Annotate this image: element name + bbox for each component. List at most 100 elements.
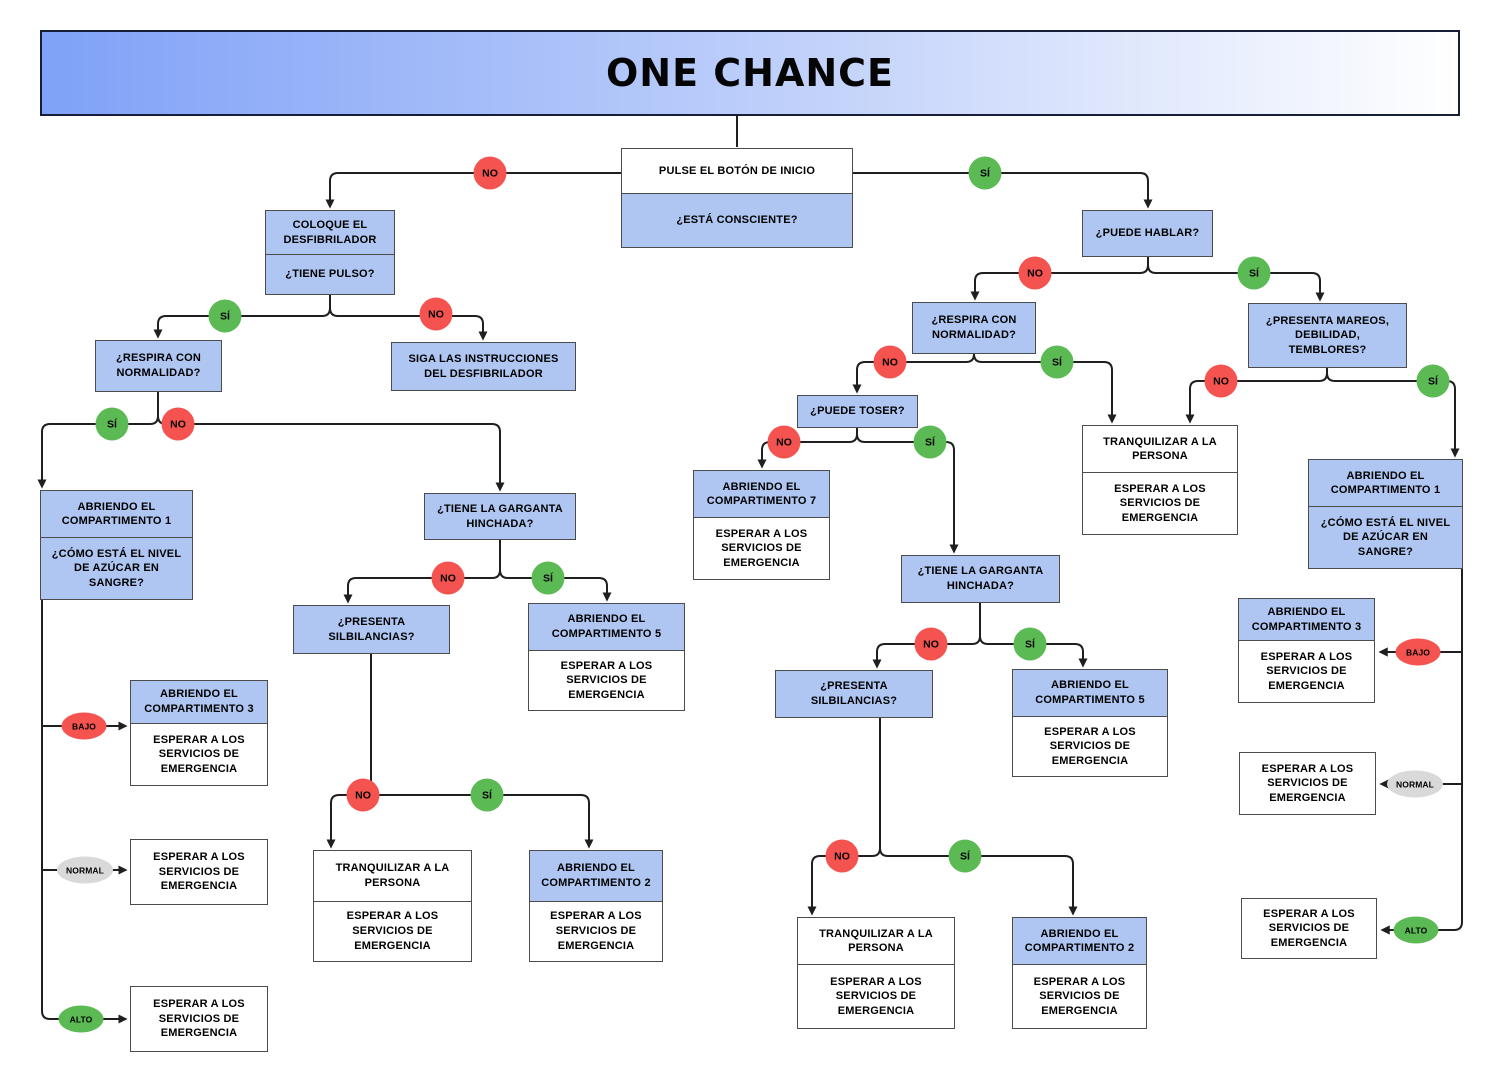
- node-wait-normal-left-label: ESPERAR A LOS SERVICIOS DE EMERGENCIA: [131, 840, 267, 904]
- node-comp2-right-wait: ABRIENDO EL COMPARTIMENTO 2 ESPERAR A LO…: [1012, 917, 1147, 1029]
- node-comp1-left-sugar: ABRIENDO EL COMPARTIMENTO 1 ¿CÓMO ESTÁ E…: [40, 490, 193, 600]
- edge-sugar-left-spine-high: [41, 600, 128, 1024]
- node-throat-left-question: ¿TIENE LA GARGANTA HINCHADA?: [425, 494, 575, 539]
- label-yes-wheeze-right: SÍ: [948, 839, 982, 873]
- node-calm-right-1-label: TRANQUILIZAR A LA PERSONA: [1083, 426, 1237, 473]
- label-normal-right: NORMAL: [1387, 770, 1443, 798]
- label-no-breathe-left: NO: [161, 407, 195, 441]
- label-yes-throat-right: SÍ: [1013, 627, 1047, 661]
- label-no-cough: NO: [767, 425, 801, 459]
- node-throat-right-question: ¿TIENE LA GARGANTA HINCHADA?: [902, 556, 1059, 602]
- node-comp7-label: ABRIENDO EL COMPARTIMENTO 7: [694, 471, 829, 518]
- node-comp2-right-label: ABRIENDO EL COMPARTIMENTO 2: [1013, 918, 1146, 965]
- node-calm-right-2-wait-label: ESPERAR A LOS SERVICIOS DE EMERGENCIA: [798, 964, 954, 1028]
- node-wait-high-left: ESPERAR A LOS SERVICIOS DE EMERGENCIA: [130, 986, 268, 1052]
- node-comp3-right-wait-label: ESPERAR A LOS SERVICIOS DE EMERGENCIA: [1239, 640, 1374, 702]
- label-yes-breathe-right: SÍ: [1040, 345, 1074, 379]
- node-cough-question: ¿PUEDE TOSER?: [798, 396, 917, 427]
- node-sugar-left-question: ¿CÓMO ESTÁ EL NIVEL DE AZÚCAR EN SANGRE?: [41, 537, 192, 599]
- label-high-right: ALTO: [1393, 916, 1439, 944]
- node-comp5-right-label: ABRIENDO EL COMPARTIMENTO 5: [1013, 670, 1167, 716]
- node-place-defib-label: COLOQUE EL DESFIBRILADOR: [266, 211, 394, 255]
- node-wait-normal-right: ESPERAR A LOS SERVICIOS DE EMERGENCIA: [1239, 752, 1376, 815]
- edge-throat-left-no: [343, 540, 501, 604]
- node-wheeze-right: ¿PRESENTA SILBILANCIAS?: [775, 670, 933, 718]
- edge-wheeze-left-no: [326, 654, 372, 849]
- node-dizzy: ¿PRESENTA MAREOS, DEBILIDAD, TEMBLORES?: [1248, 303, 1407, 368]
- node-comp5-left-label: ABRIENDO EL COMPARTIMENTO 5: [529, 604, 684, 650]
- node-breathe-right-question: ¿RESPIRA CON NORMALIDAD?: [913, 303, 1035, 353]
- node-comp5-left-wait: ABRIENDO EL COMPARTIMENTO 5 ESPERAR A LO…: [528, 603, 685, 711]
- label-no-pulse: NO: [419, 297, 453, 331]
- label-no-conscious: NO: [473, 156, 507, 190]
- node-pulse-question: ¿TIENE PULSO?: [266, 254, 394, 294]
- node-comp1-right-sugar: ABRIENDO EL COMPARTIMENTO 1 ¿CÓMO ESTÁ E…: [1308, 459, 1463, 569]
- node-comp5-right-wait: ABRIENDO EL COMPARTIMENTO 5 ESPERAR A LO…: [1012, 669, 1168, 777]
- label-normal-left: NORMAL: [57, 856, 113, 884]
- label-low-left: BAJO: [61, 712, 107, 740]
- node-calm-right-2-wait: TRANQUILIZAR A LA PERSONA ESPERAR A LOS …: [797, 917, 955, 1029]
- node-sugar-right-question: ¿CÓMO ESTÁ EL NIVEL DE AZÚCAR EN SANGRE?: [1309, 506, 1462, 568]
- node-comp5-right-wait-label: ESPERAR A LOS SERVICIOS DE EMERGENCIA: [1013, 715, 1167, 776]
- node-start-conscious: PULSE EL BOTÓN DE INICIO ¿ESTÁ CONSCIENT…: [621, 148, 853, 248]
- node-calm-left-wait: TRANQUILIZAR A LA PERSONA ESPERAR A LOS …: [313, 850, 472, 962]
- edge-breathe-left-no: [157, 392, 505, 492]
- node-comp2-left-label: ABRIENDO EL COMPARTIMENTO 2: [530, 851, 662, 901]
- node-wheeze-right-question: ¿PRESENTA SILBILANCIAS?: [776, 671, 932, 717]
- label-no-wheeze-left: NO: [346, 778, 380, 812]
- node-wait-high-right: ESPERAR A LOS SERVICIOS DE EMERGENCIA: [1241, 898, 1377, 959]
- node-comp3-left-wait-label: ESPERAR A LOS SERVICIOS DE EMERGENCIA: [131, 722, 267, 785]
- node-comp7-wait-label: ESPERAR A LOS SERVICIOS DE EMERGENCIA: [694, 517, 829, 579]
- node-calm-left-label: TRANQUILIZAR A LA PERSONA: [314, 851, 471, 901]
- edge-speak-yes: [1147, 257, 1325, 302]
- edge-wheeze-right-no: [807, 718, 881, 916]
- node-throat-right: ¿TIENE LA GARGANTA HINCHADA?: [901, 555, 1060, 603]
- node-start-label: PULSE EL BOTÓN DE INICIO: [622, 149, 852, 194]
- edge-pulse-yes: [153, 295, 331, 339]
- edge-speak-no: [970, 257, 1149, 301]
- node-follow-defib-label: SIGA LAS INSTRUCCIONES DEL DESFIBRILADOR: [392, 343, 575, 390]
- label-yes-cough: SÍ: [913, 425, 947, 459]
- edge-sugar-right-spine-high: [1380, 569, 1463, 935]
- node-comp3-left-label: ABRIENDO EL COMPARTIMENTO 3: [131, 681, 267, 723]
- node-comp1-left-label: ABRIENDO EL COMPARTIMENTO 1: [41, 491, 192, 538]
- label-yes-dizzy: SÍ: [1416, 364, 1450, 398]
- label-yes-wheeze-left: SÍ: [470, 778, 504, 812]
- label-no-wheeze-right: NO: [825, 839, 859, 873]
- node-comp2-left-wait-label: ESPERAR A LOS SERVICIOS DE EMERGENCIA: [530, 900, 662, 961]
- node-calm-right-2-label: TRANQUILIZAR A LA PERSONA: [798, 918, 954, 965]
- node-wait-high-left-label: ESPERAR A LOS SERVICIOS DE EMERGENCIA: [131, 987, 267, 1051]
- node-speak-question: ¿PUEDE HABLAR?: [1083, 211, 1212, 256]
- node-dizzy-question: ¿PRESENTA MAREOS, DEBILIDAD, TEMBLORES?: [1249, 304, 1406, 367]
- node-comp3-right-label: ABRIENDO EL COMPARTIMENTO 3: [1239, 599, 1374, 641]
- node-wheeze-left: ¿PRESENTA SILBILANCIAS?: [293, 605, 450, 654]
- label-yes-conscious: SÍ: [968, 156, 1002, 190]
- label-yes-pulse: SÍ: [208, 299, 242, 333]
- node-breathe-right: ¿RESPIRA CON NORMALIDAD?: [912, 302, 1036, 354]
- label-no-throat-right: NO: [914, 627, 948, 661]
- node-place-defib-pulse: COLOQUE EL DESFIBRILADOR ¿TIENE PULSO?: [265, 210, 395, 295]
- node-calm-left-wait-label: ESPERAR A LOS SERVICIOS DE EMERGENCIA: [314, 900, 471, 961]
- label-no-speak: NO: [1018, 256, 1052, 290]
- node-cough: ¿PUEDE TOSER?: [797, 395, 918, 428]
- label-yes-throat-left: SÍ: [531, 561, 565, 595]
- node-throat-left: ¿TIENE LA GARGANTA HINCHADA?: [424, 493, 576, 540]
- label-no-dizzy: NO: [1204, 364, 1238, 398]
- label-high-left: ALTO: [58, 1005, 104, 1033]
- node-calm-right-1-wait: TRANQUILIZAR A LA PERSONA ESPERAR A LOS …: [1082, 425, 1238, 535]
- node-comp3-right-wait: ABRIENDO EL COMPARTIMENTO 3 ESPERAR A LO…: [1238, 598, 1375, 703]
- node-wait-normal-right-label: ESPERAR A LOS SERVICIOS DE EMERGENCIA: [1240, 753, 1375, 814]
- node-comp5-left-wait-label: ESPERAR A LOS SERVICIOS DE EMERGENCIA: [529, 649, 684, 710]
- node-wait-normal-left: ESPERAR A LOS SERVICIOS DE EMERGENCIA: [130, 839, 268, 905]
- page-title: ONE CHANCE: [605, 51, 895, 95]
- label-yes-breathe-left: SÍ: [95, 407, 129, 441]
- node-follow-defib: SIGA LAS INSTRUCCIONES DEL DESFIBRILADOR: [391, 342, 576, 391]
- edge-pulse-no: [329, 295, 488, 341]
- label-no-breathe-right: NO: [873, 345, 907, 379]
- node-speak: ¿PUEDE HABLAR?: [1082, 210, 1213, 257]
- node-wait-high-right-label: ESPERAR A LOS SERVICIOS DE EMERGENCIA: [1242, 899, 1376, 958]
- node-comp7-wait: ABRIENDO EL COMPARTIMENTO 7 ESPERAR A LO…: [693, 470, 830, 580]
- node-conscious-question: ¿ESTÁ CONSCIENTE?: [622, 193, 852, 247]
- node-comp2-right-wait-label: ESPERAR A LOS SERVICIOS DE EMERGENCIA: [1013, 964, 1146, 1028]
- node-comp2-left-wait: ABRIENDO EL COMPARTIMENTO 2 ESPERAR A LO…: [529, 850, 663, 962]
